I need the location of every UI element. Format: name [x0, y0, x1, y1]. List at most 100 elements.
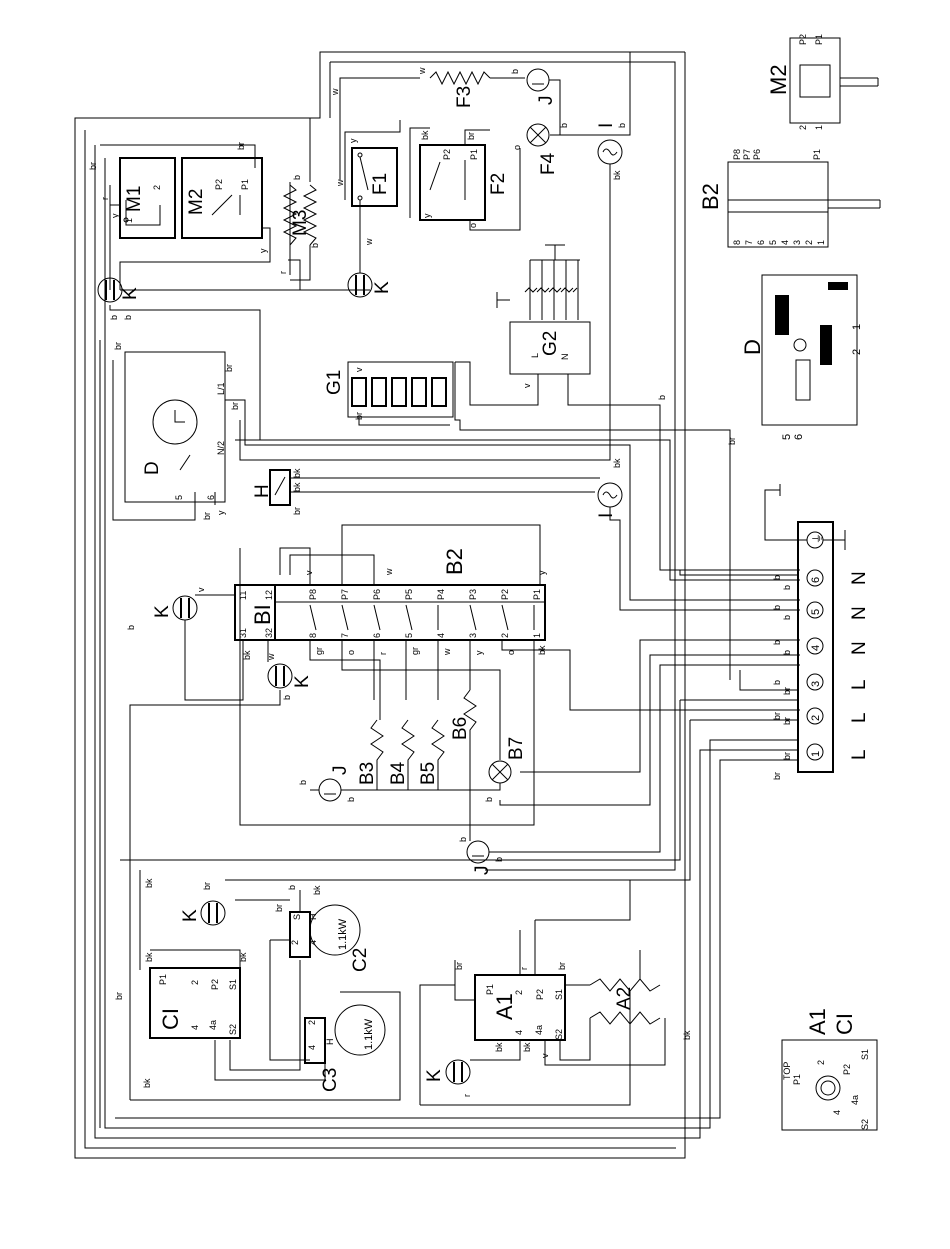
m1-pin-1: 1 [124, 218, 134, 223]
legend-d: D 1 2 5 6 [740, 274, 863, 440]
svg-text:w: w [335, 179, 345, 187]
f2-label: F2 [488, 173, 509, 195]
heater-b3: B3 [357, 719, 384, 790]
g1-label: G1 [324, 370, 345, 395]
svg-text:P1: P1 [532, 589, 542, 600]
svg-text:5: 5 [781, 434, 793, 440]
svg-text:w: w [384, 568, 394, 576]
d-label: D [142, 461, 163, 475]
svg-text:b: b [123, 315, 133, 320]
lower-wires: bk bk br br b bk br bk bk br r br bk r b… [114, 700, 692, 1106]
legend-b2-label: B2 [698, 183, 723, 210]
heater-m3: M3 [282, 184, 318, 246]
svg-text:b: b [346, 797, 356, 802]
svg-text:b: b [282, 695, 292, 700]
svg-text:b: b [494, 857, 504, 862]
legend-b2: B2 P8 P7 P6 P1 8 7 6 5 4 3 2 1 [698, 149, 881, 248]
f1-label: F1 [370, 173, 391, 195]
svg-text:bk: bk [144, 952, 154, 962]
svg-text:S2: S2 [860, 1119, 870, 1130]
svg-text:bk: bk [612, 170, 622, 180]
svg-text:w: w [417, 67, 427, 75]
m-wires: br r y br y r b b b b [88, 118, 370, 441]
m2-pin-p1: P1 [240, 179, 250, 190]
svg-text:4: 4 [308, 940, 318, 945]
b2-label: B2 [442, 548, 467, 575]
switches-g1: G1 v br br [324, 361, 737, 680]
svg-text:6: 6 [206, 495, 216, 500]
k-label-1: K [120, 287, 141, 300]
svg-text:2: 2 [804, 240, 814, 245]
g2-label: G2 [540, 331, 561, 356]
svg-text:v: v [304, 570, 314, 575]
svg-text:P1: P1 [814, 34, 824, 45]
svg-text:P1: P1 [469, 149, 479, 160]
svg-text:P2: P2 [535, 989, 545, 1000]
svg-text:4: 4 [832, 1110, 842, 1115]
svg-text:J: J [536, 96, 557, 106]
svg-text:7: 7 [744, 240, 754, 245]
svg-text:6: 6 [756, 240, 766, 245]
capacitor-k-mid: K w [347, 200, 393, 298]
capacitor-k-c2: K [180, 900, 226, 926]
regulator-ci: CI P1 2 P2 S1 4 4a S2 [149, 967, 241, 1039]
c2-label: C2 [350, 948, 371, 972]
capacitor-k-bi-bottom: K [267, 663, 313, 689]
svg-text:bk: bk [522, 1042, 532, 1052]
svg-text:b: b [292, 175, 302, 180]
legend-d-label: D [740, 339, 765, 355]
svg-text:2: 2 [851, 349, 863, 355]
svg-text:4: 4 [190, 1025, 200, 1030]
svg-text:32: 32 [264, 628, 274, 638]
capacitor-k-left: K [97, 277, 141, 303]
svg-text:4: 4 [514, 1030, 524, 1035]
ci-label: CI [158, 1008, 183, 1030]
svg-text:I: I [596, 123, 617, 128]
svg-text:r: r [519, 967, 529, 970]
svg-text:H: H [325, 1039, 335, 1046]
lamp-j-low: J b b [458, 664, 800, 875]
svg-text:H: H [308, 914, 318, 921]
svg-text:br: br [114, 992, 124, 1000]
svg-text:br: br [772, 712, 782, 720]
svg-text:b: b [510, 69, 520, 74]
svg-text:12: 12 [264, 590, 274, 600]
terminal-4: 4 N [806, 637, 870, 655]
k-label-2: K [372, 281, 393, 294]
terminal-2-line: L [849, 712, 870, 723]
svg-text:6: 6 [810, 577, 822, 583]
svg-text:bk: bk [142, 1078, 152, 1088]
svg-text:bk: bk [292, 482, 302, 492]
svg-text:b: b [298, 780, 308, 785]
svg-text:bk: bk [537, 645, 547, 655]
thermostat-f2: F2 P2 P1 bk br y o [409, 127, 521, 231]
svg-text:y: y [537, 570, 547, 575]
svg-text:bk: bk [242, 650, 252, 660]
svg-text:b: b [458, 837, 468, 842]
svg-text:br: br [782, 752, 792, 760]
svg-text:4a: 4a [850, 1095, 860, 1105]
svg-text:b: b [772, 640, 782, 645]
svg-text:P6: P6 [752, 149, 762, 160]
switch-bi: BI 11 12 31 32 v bk w b b [126, 584, 292, 1100]
svg-text:11: 11 [238, 591, 248, 600]
svg-text:4: 4 [307, 1045, 317, 1050]
svg-text:bk: bk [612, 458, 622, 468]
svg-text:4: 4 [810, 645, 822, 651]
svg-text:P8: P8 [308, 589, 318, 600]
svg-text:br: br [202, 882, 212, 890]
svg-text:P2: P2 [442, 149, 452, 160]
lamp-b7: B7 [488, 737, 527, 784]
svg-text:B4: B4 [388, 761, 409, 785]
a1-label: A1 [492, 993, 517, 1020]
svg-text:6: 6 [372, 633, 382, 638]
svg-text:5: 5 [404, 633, 414, 638]
svg-text:bk: bk [144, 878, 154, 888]
terminal-1: 1 L [806, 743, 870, 761]
svg-text:1: 1 [532, 633, 542, 638]
svg-text:br: br [354, 412, 364, 420]
capacitor-k-bi-top: K [152, 595, 198, 621]
svg-text:r: r [378, 652, 388, 655]
svg-text:B5: B5 [418, 762, 439, 785]
svg-text:br: br [88, 162, 98, 170]
